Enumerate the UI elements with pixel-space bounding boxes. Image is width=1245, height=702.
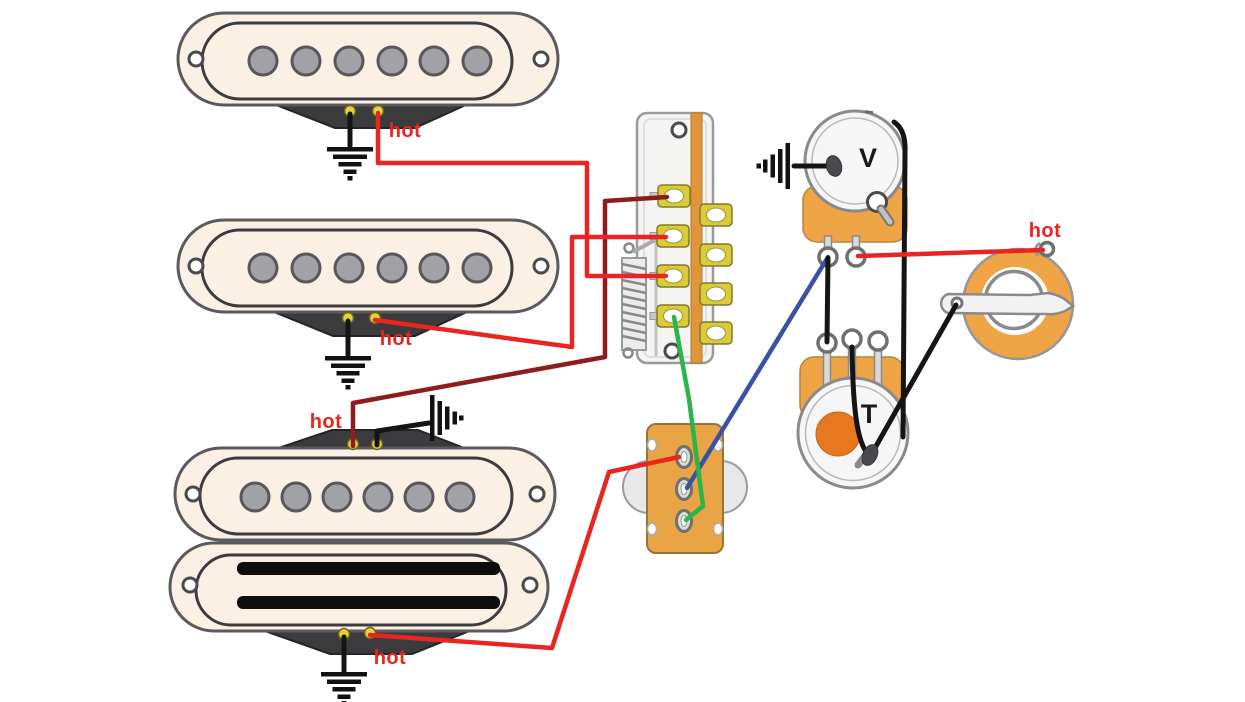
neck-hot-label: hot	[389, 120, 422, 142]
ground-symbol	[321, 672, 367, 702]
ground-symbol	[327, 147, 373, 181]
switch-screw-hole	[663, 342, 681, 360]
ground-symbol-rotated	[756, 143, 790, 189]
wire-volume-casing-to-tone-casing	[891, 119, 908, 440]
blade-rail	[237, 596, 500, 609]
volume-pot: V	[802, 109, 908, 268]
jack-tip-prong	[939, 291, 1076, 316]
tone-letter: T	[861, 399, 878, 429]
wire-switch-to-mini-switch	[671, 314, 706, 523]
pole-pieces	[247, 252, 493, 284]
blade-rail	[237, 562, 500, 575]
volume-letter: V	[859, 143, 877, 173]
bridge-rail-pickup	[168, 541, 550, 655]
ground-symbol-rotated	[430, 395, 464, 441]
solder-blob-volume	[825, 155, 843, 177]
five-way-switch	[621, 111, 733, 365]
bridge-hot-label: hot	[310, 411, 343, 433]
wire-volume-to-jack-hot	[855, 247, 1046, 259]
bridge-single-coil-pickup	[173, 429, 557, 542]
solder-blob-tone	[861, 444, 879, 466]
bridge-ground-wire	[374, 420, 432, 448]
switch-lugs-right	[699, 203, 733, 345]
switch-spring	[621, 238, 656, 359]
middle-hot-label: hot	[380, 328, 413, 350]
ground-symbol	[325, 356, 371, 390]
wire-bridge-hot-to-switch	[350, 194, 670, 449]
wire-volume-to-tone-jumper	[824, 255, 831, 345]
switch-wafer-strip	[690, 112, 703, 364]
pole-pieces	[239, 481, 476, 513]
mount-hole	[532, 50, 550, 68]
output-jack	[939, 240, 1076, 361]
wire-middle-hot-to-switch	[372, 234, 669, 350]
middle-pickup	[176, 218, 560, 337]
wire-jack-sleeve-to-tone	[868, 302, 959, 458]
switch-screw-hole	[670, 121, 688, 139]
rail-hot-label: hot	[374, 647, 407, 669]
wire-neck-hot-to-switch	[375, 110, 669, 279]
neck-pickup	[176, 11, 560, 129]
tone-capacitor	[815, 411, 861, 457]
wire-rail-hot-to-mini-switch	[367, 454, 682, 651]
pole-pieces	[247, 45, 493, 77]
tone-lug-3	[867, 330, 889, 352]
mount-hole	[187, 50, 205, 68]
jack-hot-label: hot	[1029, 220, 1062, 242]
wire-mini-switch-to-volume	[684, 254, 831, 491]
